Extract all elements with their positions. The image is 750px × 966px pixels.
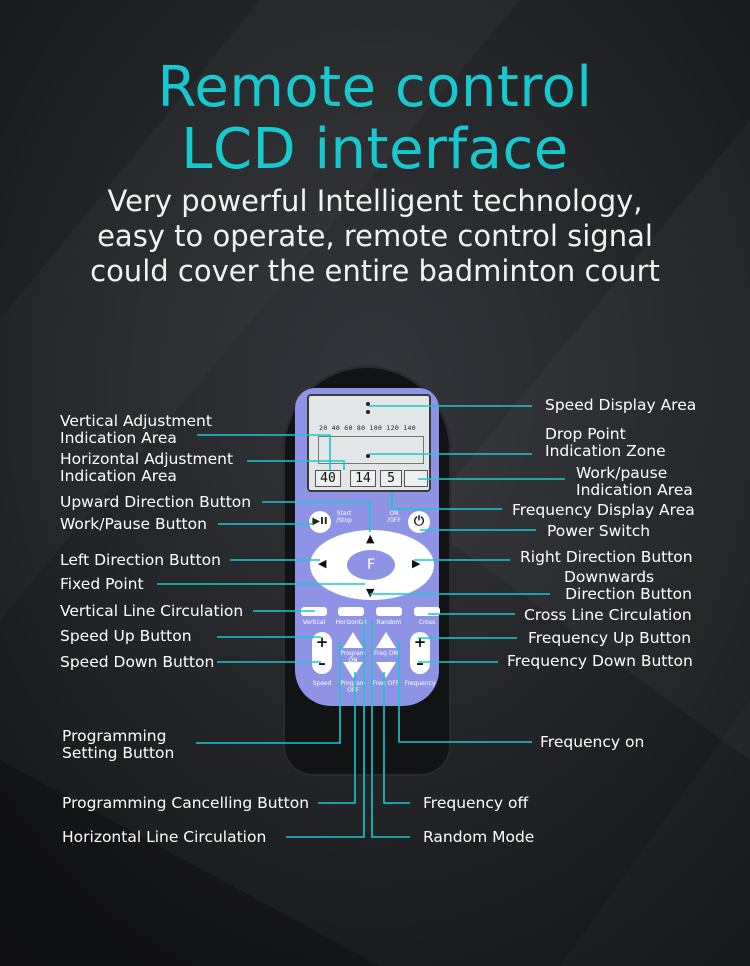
speed-up-button[interactable]: + bbox=[315, 633, 329, 651]
label-downwards: Downwards Direction Button bbox=[556, 569, 692, 603]
subtitle: Very powerful Intelligent technology, ea… bbox=[0, 184, 750, 289]
off-label: /OFF bbox=[387, 517, 401, 524]
freq-on-button[interactable] bbox=[376, 632, 396, 648]
frequency-down-button[interactable]: – bbox=[416, 654, 424, 672]
label-vertical-adjustment-1: Vertical Adjustment bbox=[60, 412, 212, 430]
speed-indicator-dot bbox=[366, 402, 370, 406]
label-left-direction: Left Direction Button bbox=[60, 551, 221, 569]
page-title-line1: Remote control bbox=[157, 55, 593, 120]
on-label: ON bbox=[389, 510, 399, 517]
subtitle-line1: Very powerful Intelligent technology, bbox=[107, 184, 643, 218]
label-work-pause-indication: Work/pause Indication Area bbox=[576, 465, 693, 499]
label-vertical-adjustment: Vertical Adjustment Indication Area bbox=[60, 413, 212, 447]
label-frequency-up: Frequency Up Button bbox=[528, 629, 692, 647]
label-programming-setting: Programming Setting Button bbox=[62, 728, 174, 762]
label-vertical-line: Vertical Line Circulation bbox=[60, 602, 244, 620]
stop-label: /Stop bbox=[336, 517, 352, 524]
label-frequency-off: Frequency off bbox=[423, 794, 529, 812]
label-upward-direction: Upward Direction Button bbox=[60, 493, 252, 511]
drop-point-zone bbox=[318, 436, 424, 464]
label-right-direction: Right Direction Button bbox=[520, 548, 693, 566]
label-horizontal-adjustment: Horizontal Adjustment Indication Area bbox=[60, 451, 233, 485]
label-horizontal-adjustment-2: Indication Area bbox=[60, 467, 177, 485]
right-arrow-icon[interactable]: ▶ bbox=[412, 557, 421, 570]
program-off-label: Program OFF bbox=[340, 680, 366, 694]
frequency-stepper: + – bbox=[410, 632, 430, 674]
frequency-label: Frequency bbox=[404, 680, 436, 687]
down-arrow-icon[interactable]: ▼ bbox=[366, 586, 375, 599]
label-speed-display: Speed Display Area bbox=[545, 396, 697, 414]
label-power-switch: Power Switch bbox=[547, 522, 651, 540]
label-work-pause-indication-2: Indication Area bbox=[576, 481, 693, 499]
label-vertical-adjustment-2: Indication Area bbox=[60, 429, 177, 447]
freq-on-label: Freq ON bbox=[374, 650, 398, 657]
freq-off-button[interactable] bbox=[376, 662, 396, 678]
page-title-line2: LCD interface bbox=[181, 117, 569, 182]
random-label: Random bbox=[376, 619, 402, 626]
label-speed-down: Speed Down Button bbox=[60, 653, 215, 671]
program-on-label: Program ON bbox=[340, 650, 366, 664]
horizontal-button[interactable] bbox=[338, 607, 364, 616]
freq-off-label: Freq OFF bbox=[372, 680, 400, 687]
label-horizontal-line: Horizontal Line Circulation bbox=[62, 828, 267, 846]
label-drop-point-2: Indication Zone bbox=[545, 442, 666, 460]
label-work-pause-indication-1: Work/pause bbox=[576, 464, 668, 482]
label-programming-setting-1: Programming bbox=[62, 727, 167, 745]
label-drop-point: Drop Point Indication Zone bbox=[545, 426, 666, 460]
label-frequency-down: Frequency Down Button bbox=[507, 652, 693, 670]
label-work-pause: Work/Pause Button bbox=[60, 515, 207, 533]
up-arrow-icon[interactable]: ▲ bbox=[366, 532, 375, 545]
label-programming-setting-2: Setting Button bbox=[62, 744, 175, 762]
random-button[interactable] bbox=[376, 607, 402, 616]
drop-point-dot bbox=[366, 454, 370, 458]
label-downwards-2: Direction Button bbox=[565, 585, 692, 603]
subtitle-line3: could cover the entire badminton court bbox=[90, 254, 660, 288]
label-fixed-point: Fixed Point bbox=[60, 575, 144, 593]
vertical-label: Vertical bbox=[302, 619, 326, 626]
cross-button[interactable] bbox=[414, 607, 440, 616]
label-cross-line: Cross Line Circulation bbox=[524, 606, 692, 624]
horizontal-label: Horizontal bbox=[335, 619, 367, 626]
start-label: Start bbox=[336, 510, 352, 517]
label-frequency-display: Frequency Display Area bbox=[512, 501, 695, 519]
power-button[interactable]: ⏻ bbox=[408, 511, 430, 533]
on-off-label: ON /OFF bbox=[384, 510, 404, 524]
program-on-button[interactable] bbox=[343, 632, 363, 648]
left-arrow-icon[interactable]: ◀ bbox=[318, 557, 327, 570]
label-random-mode: Random Mode bbox=[423, 828, 535, 846]
work-pause-indicator bbox=[404, 470, 428, 487]
fixed-point-button[interactable]: F bbox=[345, 548, 397, 582]
vertical-button[interactable] bbox=[301, 607, 327, 616]
speed-label: Speed bbox=[312, 680, 332, 687]
frequency-display: 5 bbox=[380, 470, 402, 487]
frequency-up-button[interactable]: + bbox=[413, 633, 427, 651]
speed-indicator-dot-2 bbox=[366, 410, 370, 414]
work-pause-button[interactable]: ▶II bbox=[309, 511, 331, 533]
cross-label: Cross bbox=[418, 619, 436, 626]
label-downwards-1: Downwards bbox=[564, 568, 655, 586]
label-speed-up: Speed Up Button bbox=[60, 627, 192, 645]
start-stop-label: Start /Stop bbox=[334, 510, 354, 524]
label-frequency-on: Frequency on bbox=[540, 733, 645, 751]
speed-down-button[interactable]: – bbox=[318, 654, 326, 672]
vertical-adjust-display: 40 bbox=[315, 470, 341, 487]
horizontal-adjust-display: 14 bbox=[350, 470, 376, 487]
label-horizontal-adjustment-1: Horizontal Adjustment bbox=[60, 450, 234, 468]
label-programming-cancelling: Programming Cancelling Button bbox=[62, 794, 310, 812]
program-off-button[interactable] bbox=[343, 662, 363, 678]
lcd-scale: 20 40 60 80 100 120 140 bbox=[319, 424, 416, 432]
label-drop-point-1: Drop Point bbox=[545, 425, 626, 443]
speed-stepper: + – bbox=[312, 632, 332, 674]
subtitle-line2: easy to operate, remote control signal bbox=[97, 219, 653, 253]
